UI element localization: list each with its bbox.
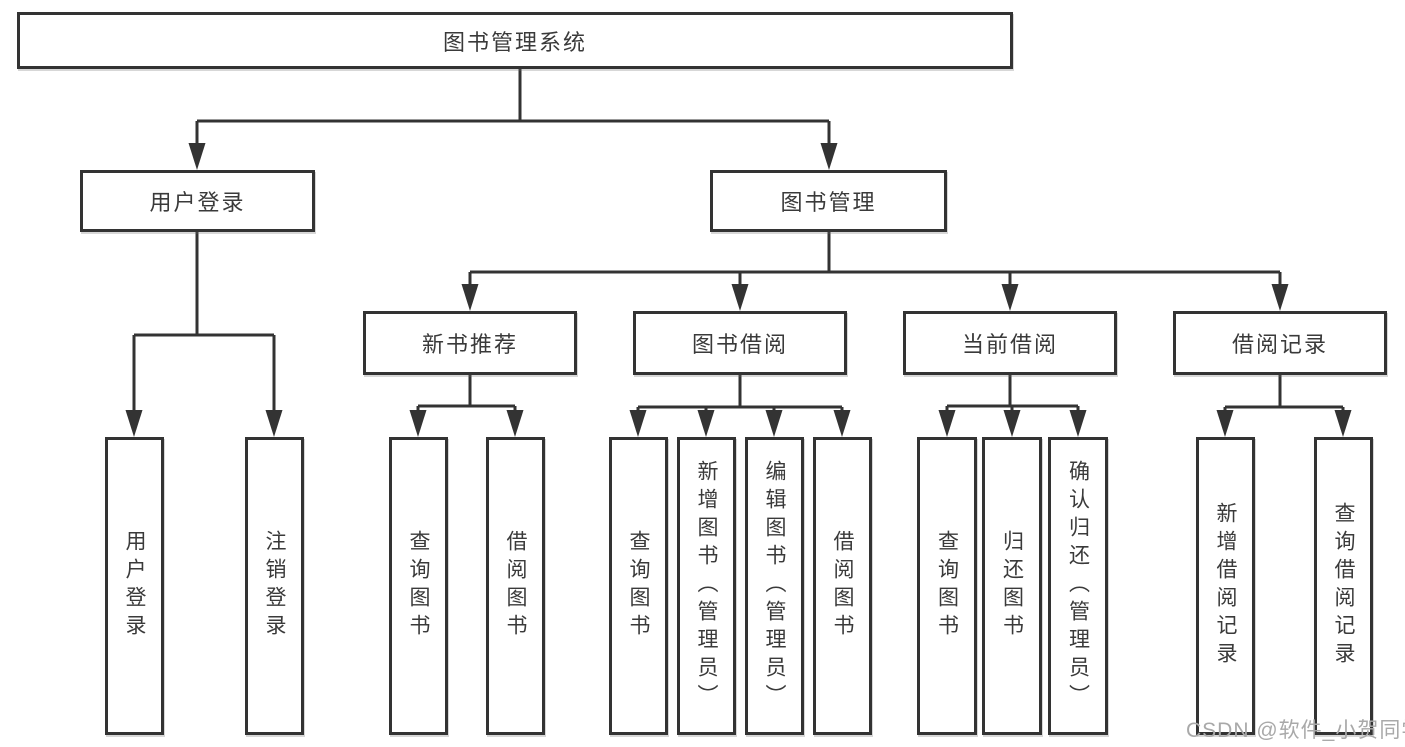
connector-bookborrow-to-leaves [636, 375, 844, 412]
leaf-current-confirm-return-label: 确认归还（管理员） [1066, 460, 1090, 712]
leaf-logout: 注销登录 [245, 437, 304, 735]
leaf-current-query: 查询图书 [917, 437, 977, 735]
leaf-record-query: 查询借阅记录 [1314, 437, 1373, 735]
leaf-bookborrow-borrow: 借阅图书 [813, 437, 872, 735]
arrow-leaf-5 [629, 410, 647, 437]
arrow-leaf-8 [833, 410, 851, 437]
leaf-logout-label: 注销登录 [263, 530, 286, 642]
arrow-to-borrow-record [1271, 284, 1289, 311]
arrow-leaf-13 [1334, 410, 1352, 437]
node-book-management-label: 图书管理 [780, 190, 877, 215]
arrow-to-new-book [461, 284, 479, 311]
connector-borrowrecord-to-leaves [1223, 375, 1345, 412]
arrow-leaf-7 [765, 410, 783, 437]
node-new-book-recommend-label: 新书推荐 [421, 332, 518, 357]
leaf-current-confirm-return: 确认归还（管理员） [1048, 437, 1108, 735]
connector-newbook-to-leaves [416, 375, 517, 412]
arrow-leaf-2 [265, 410, 283, 437]
arrow-to-user-login [188, 143, 206, 170]
leaf-record-add-label: 新增借阅记录 [1214, 502, 1237, 670]
leaf-bookborrow-query: 查询图书 [609, 437, 668, 735]
node-book-borrow: 图书借阅 [633, 311, 847, 375]
leaf-newbook-borrow-label: 借阅图书 [504, 530, 527, 642]
node-current-borrow: 当前借阅 [903, 311, 1117, 375]
node-book-management: 图书管理 [710, 170, 947, 232]
arrow-leaf-4 [506, 410, 524, 437]
leaf-user-login: 用户登录 [105, 437, 164, 735]
leaf-bookborrow-edit-label: 编辑图书（管理员） [763, 460, 786, 712]
leaf-newbook-borrow: 借阅图书 [486, 437, 545, 735]
leaf-newbook-query: 查询图书 [389, 437, 448, 735]
arrow-leaf-6 [697, 410, 715, 437]
arrow-leaf-3 [409, 410, 427, 437]
node-borrow-record-label: 借阅记录 [1231, 332, 1328, 357]
leaf-user-login-label: 用户登录 [123, 530, 146, 642]
node-user-login: 用户登录 [80, 170, 315, 232]
connector-bookmgmt-to-level2 [468, 232, 1282, 286]
node-borrow-record: 借阅记录 [1173, 311, 1387, 375]
node-book-borrow-label: 图书借阅 [691, 332, 788, 357]
connector-currentborrow-to-leaves [945, 375, 1080, 412]
leaf-bookborrow-add-label: 新增图书（管理员） [695, 460, 718, 712]
connector-root-to-level1 [195, 69, 831, 145]
leaf-bookborrow-borrow-label: 借阅图书 [831, 530, 854, 642]
leaf-newbook-query-label: 查询图书 [407, 530, 430, 642]
node-root: 图书管理系统 [17, 12, 1013, 69]
leaf-bookborrow-edit: 编辑图书（管理员） [745, 437, 804, 735]
leaf-bookborrow-add: 新增图书（管理员） [677, 437, 736, 735]
connector-userlogin-to-leaves [132, 232, 276, 412]
node-user-login-label: 用户登录 [149, 190, 246, 215]
arrow-leaf-9 [938, 410, 956, 437]
arrow-leaf-12 [1216, 410, 1234, 437]
leaf-current-query-label: 查询图书 [935, 530, 959, 642]
leaf-record-query-label: 查询借阅记录 [1332, 502, 1355, 670]
watermark: CSDN @软件_小贺同学 [1186, 719, 1405, 742]
node-current-borrow-label: 当前借阅 [961, 332, 1058, 357]
arrow-to-current-borrow [1001, 284, 1019, 311]
leaf-bookborrow-query-label: 查询图书 [627, 530, 650, 642]
node-new-book-recommend: 新书推荐 [363, 311, 577, 375]
node-root-label: 图书管理系统 [442, 29, 587, 55]
leaf-current-return: 归还图书 [982, 437, 1042, 735]
arrow-leaf-10 [1003, 410, 1021, 437]
arrow-to-book-mgmt [820, 143, 838, 170]
arrow-leaf-11 [1069, 410, 1087, 437]
leaf-current-return-label: 归还图书 [1000, 530, 1024, 642]
arrow-leaf-1 [125, 410, 143, 437]
leaf-record-add: 新增借阅记录 [1196, 437, 1255, 735]
arrow-to-book-borrow [731, 284, 749, 311]
